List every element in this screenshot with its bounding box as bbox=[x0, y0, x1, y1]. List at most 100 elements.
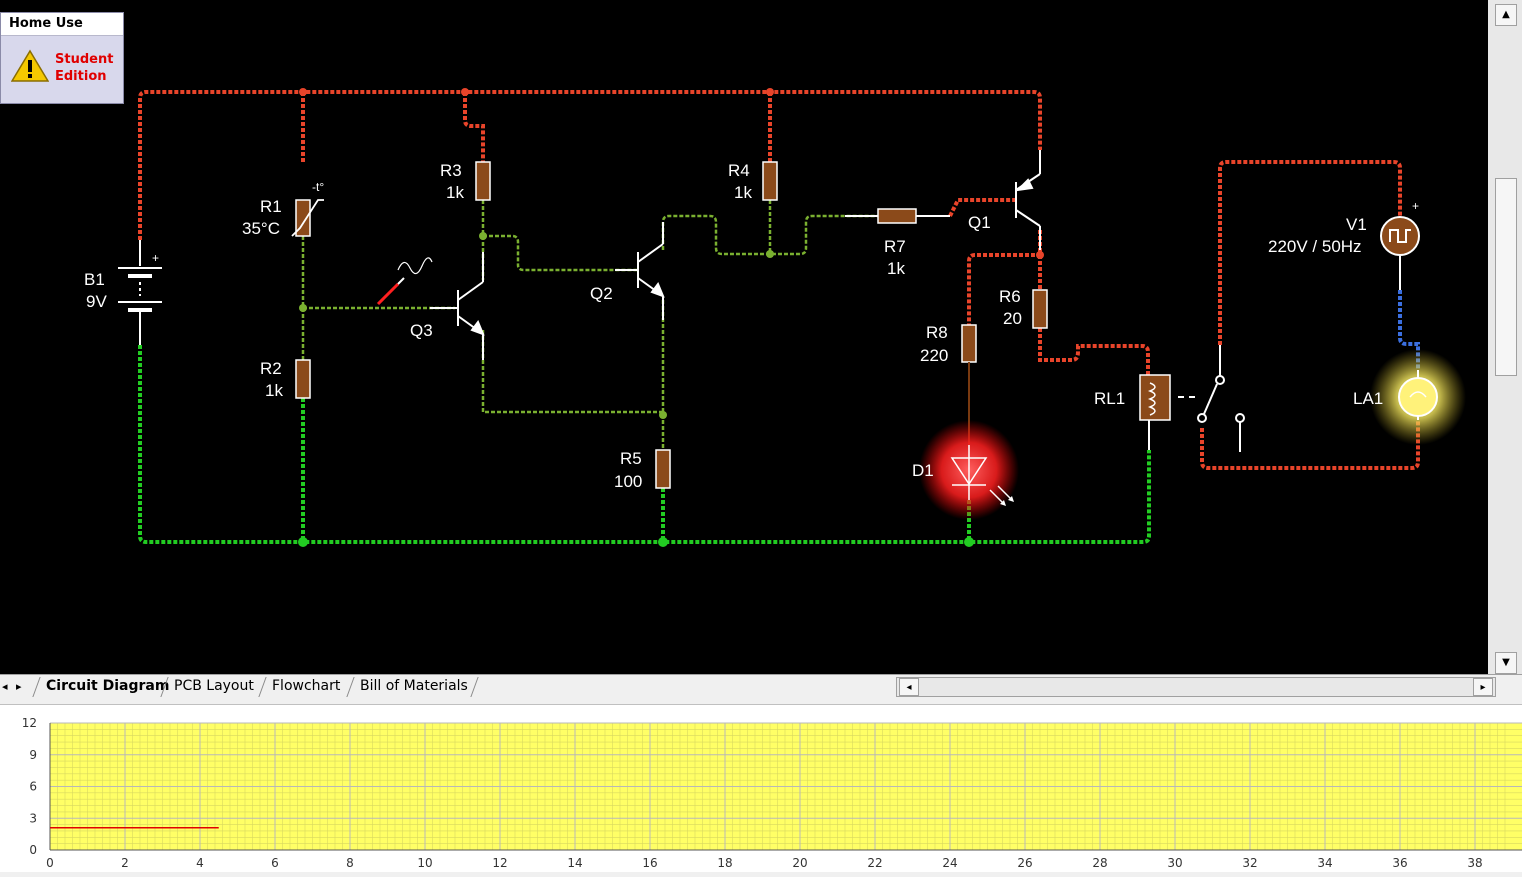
tab-pcb-layout[interactable]: PCB Layout bbox=[174, 678, 254, 694]
q2-name: Q2 bbox=[590, 284, 613, 303]
resistor-r8[interactable] bbox=[961, 324, 977, 363]
r7-value: 1k bbox=[887, 259, 905, 278]
r5-name: R5 bbox=[620, 449, 642, 468]
r1-value: 35°C bbox=[242, 219, 280, 238]
ground-rail bbox=[138, 345, 1151, 544]
tab-bar: ◂ ▸ Circuit Diagram PCB Layout Flowchart… bbox=[0, 674, 1522, 700]
lamp-la1[interactable] bbox=[1370, 349, 1466, 445]
x-tick-label: 32 bbox=[1242, 856, 1257, 870]
b1-value: 9V bbox=[86, 292, 107, 311]
x-tick-label: 36 bbox=[1392, 856, 1407, 870]
r1-name: R1 bbox=[260, 197, 282, 216]
warning-icon bbox=[11, 49, 49, 82]
battery-b1[interactable]: + bbox=[118, 240, 162, 345]
led-d1[interactable] bbox=[919, 420, 1019, 520]
r3-name: R3 bbox=[440, 161, 462, 180]
transistor-q2[interactable] bbox=[615, 222, 665, 320]
x-tick-label: 20 bbox=[792, 856, 807, 870]
x-tick-label: 18 bbox=[717, 856, 732, 870]
hscroll-left-button[interactable]: ◂ bbox=[899, 678, 919, 696]
d1-name: D1 bbox=[912, 461, 934, 480]
r2-value: 1k bbox=[265, 381, 283, 400]
x-tick-label: 12 bbox=[492, 856, 507, 870]
v1-value: 220V / 50Hz bbox=[1268, 237, 1362, 256]
transistor-q1[interactable] bbox=[1015, 150, 1041, 250]
tab-circuit-diagram[interactable]: Circuit Diagram bbox=[46, 678, 170, 694]
tab-flowchart[interactable]: Flowchart bbox=[272, 678, 341, 694]
y-tick-label: 0 bbox=[29, 843, 37, 857]
x-tick-label: 38 bbox=[1467, 856, 1482, 870]
q1-name: Q1 bbox=[968, 213, 991, 232]
b1-name: B1 bbox=[84, 270, 105, 289]
y-tick-label: 6 bbox=[29, 780, 37, 794]
r7-name: R7 bbox=[884, 237, 906, 256]
x-tick-label: 2 bbox=[121, 856, 129, 870]
x-tick-label: 6 bbox=[271, 856, 279, 870]
x-tick-label: 22 bbox=[867, 856, 882, 870]
hscroll-right-button[interactable]: ▸ bbox=[1473, 678, 1493, 696]
badge-title: Home Use bbox=[1, 13, 123, 36]
transistor-q3[interactable] bbox=[430, 252, 485, 360]
resistor-r7[interactable] bbox=[877, 208, 917, 224]
scroll-up-button[interactable]: ▲ bbox=[1495, 4, 1517, 26]
x-tick-label: 0 bbox=[46, 856, 54, 870]
tab-scroll-right-icon[interactable]: ▸ bbox=[16, 680, 22, 693]
r1-marker: -t° bbox=[312, 180, 324, 194]
ac-source-v1[interactable]: + bbox=[1380, 199, 1420, 290]
lamp-feed-wire bbox=[1398, 290, 1420, 370]
x-tick-label: 4 bbox=[196, 856, 204, 870]
x-tick-label: 24 bbox=[942, 856, 957, 870]
x-tick-label: 8 bbox=[346, 856, 354, 870]
resistor-r2[interactable] bbox=[295, 359, 311, 399]
y-tick-label: 3 bbox=[29, 811, 37, 825]
thermistor-r1[interactable] bbox=[291, 199, 324, 237]
resistor-r6[interactable] bbox=[1032, 289, 1048, 329]
signal-nets bbox=[301, 200, 878, 450]
r8-value: 220 bbox=[920, 346, 948, 365]
scroll-down-button[interactable]: ▼ bbox=[1495, 652, 1517, 674]
x-tick-label: 26 bbox=[1017, 856, 1032, 870]
r8-name: R8 bbox=[926, 323, 948, 342]
resistor-r5[interactable] bbox=[655, 449, 671, 489]
y-tick-label: 12 bbox=[22, 716, 37, 730]
tab-bill-of-materials[interactable]: Bill of Materials bbox=[360, 678, 468, 694]
x-tick-label: 28 bbox=[1092, 856, 1107, 870]
r6-name: R6 bbox=[999, 287, 1021, 306]
resistor-r3[interactable] bbox=[475, 161, 491, 201]
x-tick-label: 34 bbox=[1317, 856, 1332, 870]
q3-name: Q3 bbox=[410, 321, 433, 340]
horizontal-scrollbar[interactable]: ◂ ▸ bbox=[896, 677, 1496, 697]
probe-icon[interactable] bbox=[376, 257, 433, 306]
x-tick-label: 10 bbox=[417, 856, 432, 870]
battery-plus-sign: + bbox=[152, 251, 159, 265]
badge-text-line2: Edition bbox=[55, 69, 107, 84]
vertical-scroll-thumb[interactable] bbox=[1495, 178, 1517, 376]
r3-value: 1k bbox=[446, 183, 464, 202]
badge-text-line1: Student bbox=[55, 52, 114, 67]
resistor-r4[interactable] bbox=[762, 161, 778, 201]
relay-switch[interactable] bbox=[1197, 345, 1245, 452]
circuit-canvas[interactable]: + B1 9V -t° R1 35°C R2 1k R3 1k R4 1k R5… bbox=[0, 0, 1488, 674]
v1-plus-sign: + bbox=[1412, 199, 1419, 213]
x-tick-label: 30 bbox=[1167, 856, 1182, 870]
badge-text: Student Edition bbox=[55, 51, 113, 85]
circuit-diagram[interactable]: + B1 9V -t° R1 35°C R2 1k R3 1k R4 1k R5… bbox=[0, 0, 1488, 674]
rl1-name: RL1 bbox=[1094, 389, 1125, 408]
v1-name: V1 bbox=[1346, 215, 1367, 234]
y-tick-label: 9 bbox=[29, 748, 37, 762]
r5-value: 100 bbox=[614, 472, 642, 491]
r4-value: 1k bbox=[734, 183, 752, 202]
r4-name: R4 bbox=[728, 161, 750, 180]
positive-rail bbox=[138, 90, 1420, 470]
tab-scroll-left-icon[interactable]: ◂ bbox=[2, 680, 8, 693]
r2-name: R2 bbox=[260, 359, 282, 378]
y-axis: 0 3 6 9 12 bbox=[22, 716, 51, 857]
x-tick-label: 14 bbox=[567, 856, 582, 870]
x-tick-label: 16 bbox=[642, 856, 657, 870]
relay-rl1[interactable] bbox=[1139, 374, 1200, 450]
nodes bbox=[298, 88, 1044, 547]
la1-name: LA1 bbox=[1353, 389, 1383, 408]
